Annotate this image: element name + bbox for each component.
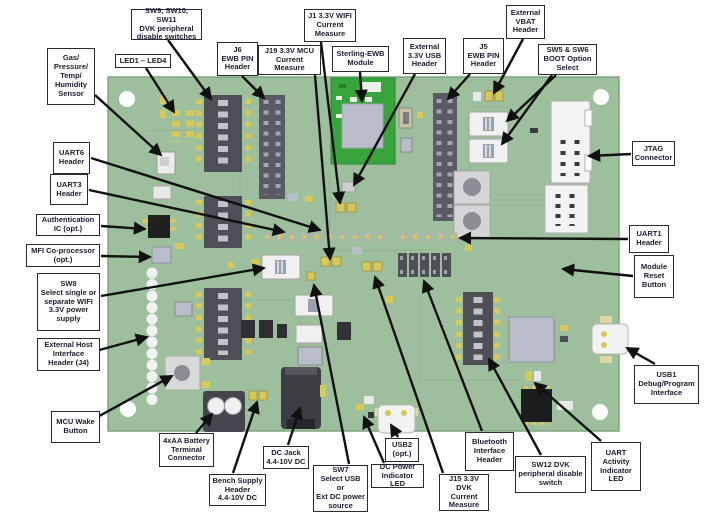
label-sw7: SW7 Select USB or Ext DC power source [313,465,368,512]
label-sw12: SW12 DVK peripheral disable switch [515,456,586,493]
label-j5-ewb-pin: J5 EWB PIN Header [463,38,504,74]
mounting-holes [119,89,609,420]
slide-switch-sw8 [261,254,301,280]
bench-supply-pads [248,390,268,401]
arrow-usb1 [625,346,656,366]
label-usb2: USB2 (opt.) [385,438,419,462]
usb1-connector [591,316,629,363]
label-led1-led4: LED1 – LED4 [115,54,171,68]
label-j15-dvk-current: J15 3.3V DVK Current Measure [439,474,489,511]
push-button-1 [453,170,491,205]
arrow-sterling [354,71,368,103]
push-button-2 [453,204,491,239]
label-uart1: UART1 Header [629,225,669,253]
arrow-bench [231,400,260,474]
label-gas-sensor: Gas/ Pressure/ Temp/ Humidity Sensor [47,48,95,105]
arrow-sw6 [500,74,553,146]
arrow-uart3 [88,188,286,237]
arrow-uart6 [90,156,322,233]
label-jtag: JTAG Connector [632,141,675,166]
slide-switch-sw7 [294,294,334,317]
label-mfi: MFI Co-processor (opt.) [26,244,100,267]
label-bluetooth: Bluetooth Interface Header [465,432,514,471]
led1-led4-leds [172,110,194,142]
arrow-reset [561,263,634,278]
arrow-ext-usb [352,73,417,187]
arrow-j5 [446,73,471,101]
mcu-wake-button [164,355,210,391]
label-uart3: UART3 Header [50,174,88,205]
expansion-connector [544,184,589,234]
label-j19-mcu-current: J19 3.3V MCU Current Measure [258,45,321,75]
slide-switch-sw6 [468,138,509,164]
arrow-led1-led4 [144,67,176,114]
arrow-sw12 [487,357,543,456]
mcu-chip [507,316,568,363]
dip-switch-sw11 [196,288,251,360]
label-external-vbat: External VBAT Header [506,5,545,39]
battery-connector [203,391,245,432]
arrow-j1 [319,41,346,205]
arrow-mfi [100,250,152,264]
usb2-connector [375,404,418,434]
dip-switch-sw12 [456,292,500,365]
authentication-ic [142,215,176,238]
dip-switch-sw9 [196,95,251,172]
label-j6-ewb-pin: J6 EWB PIN Header [217,42,258,76]
label-uart6: UART6 Header [53,142,90,174]
arrow-j19 [313,74,336,261]
arrow-usb2 [389,423,403,439]
label-sw9-sw10-sw11: SW9, SW10, SW11 DVK peripheral disable s… [131,6,202,41]
mfi-coprocessor [151,243,184,264]
arrow-sw7 [309,283,351,465]
slide-switch-sw5 [468,111,509,137]
j5-header [433,93,457,221]
arrow-vbat [492,38,525,95]
label-sw5-sw6-boot: SW5 & SW6 BOOT Option Select [538,44,597,75]
gas-sensor-chip [152,151,176,200]
power-section-parts [174,247,362,366]
arrow-dc-jack [286,406,303,446]
callout-arrows [88,38,656,474]
label-mcu-wake: MCU Wake Button [51,411,100,443]
label-bench-supply: Bench Supply Header 4.4-10V DC [209,474,266,506]
arrow-j15 [372,275,445,474]
label-sterling-ewb: Sterling-EWB Module [332,46,389,72]
label-dc-jack: DC Jack 4.4-10V DC [263,446,309,469]
label-sw8: SW8 Select single or separate WIFI 3.3V … [37,273,100,331]
label-external-usb: External 3.3V USB Header [403,38,446,74]
arrow-sw9-sw10-sw11 [167,39,213,101]
arrow-mcu-wake [91,374,174,422]
arrow-ext-host [91,333,149,354]
bluetooth-header [398,253,451,277]
arrow-battery [195,412,214,434]
label-auth-ic: Authentication IC (opt.) [36,214,100,236]
label-j1-wifi-current: J1 3.3V WIFI Current Measure [304,9,356,42]
label-dc-power-led: DC Power Indicator LED [371,462,424,488]
arrow-uart-led [533,381,602,442]
label-uart-activity-led: UART Activity Indicator LED [591,442,641,491]
arrow-sw8 [100,263,266,298]
label-battery: 4xAA Battery Terminal Connector [159,433,214,467]
label-usb1: USB1 Debug/Program Interface [634,365,699,404]
uart-activity-led-part [525,371,541,381]
dc-jack-part [281,367,326,429]
arrow-bluetooth [421,279,484,432]
jtag-connector [550,100,593,184]
arrow-gas-sensor [94,94,163,157]
label-ext-host: External Host Interface Header (J4) [37,338,100,371]
arrow-auth-ic [100,221,147,235]
arrow-uart1 [458,231,629,245]
measure-jumpers [288,181,383,281]
arrow-jtag [587,148,632,163]
label-module-reset: Module Reset Button [634,255,674,298]
dc-power-led-part [356,396,374,418]
j6-header [259,95,285,199]
module-side-capacitors [398,107,413,153]
sterling-ewb-module [330,77,396,165]
arrow-j6 [241,75,266,100]
vbat-pads [473,90,504,102]
arrow-dc-power-led [362,415,386,464]
